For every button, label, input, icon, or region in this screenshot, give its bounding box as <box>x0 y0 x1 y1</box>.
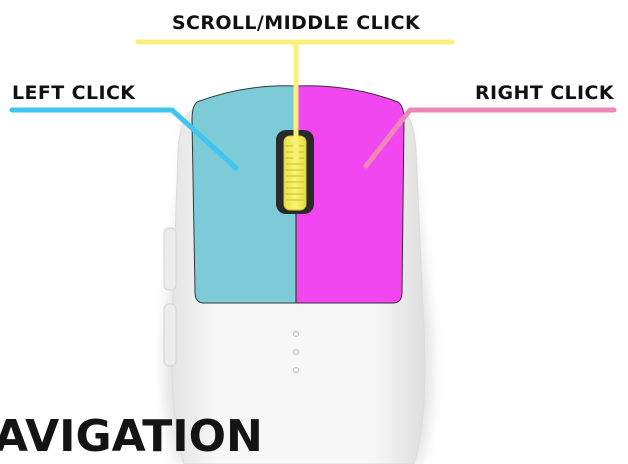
section-heading: AVIGATION <box>0 411 263 462</box>
side-button-forward[interactable] <box>163 227 177 291</box>
left-click-label: LEFT CLICK <box>12 82 136 104</box>
scroll-middle-click-label: SCROLL/MIDDLE CLICK <box>172 12 421 34</box>
dpi-indicator <box>292 330 300 374</box>
scroll-wheel[interactable] <box>283 135 307 211</box>
right-click-button[interactable] <box>295 85 405 304</box>
right-callout-line <box>363 107 617 169</box>
left-callout-line <box>9 107 239 171</box>
side-button-back[interactable] <box>163 303 177 367</box>
left-click-button[interactable] <box>191 85 297 304</box>
right-click-label: RIGHT CLICK <box>475 82 615 104</box>
